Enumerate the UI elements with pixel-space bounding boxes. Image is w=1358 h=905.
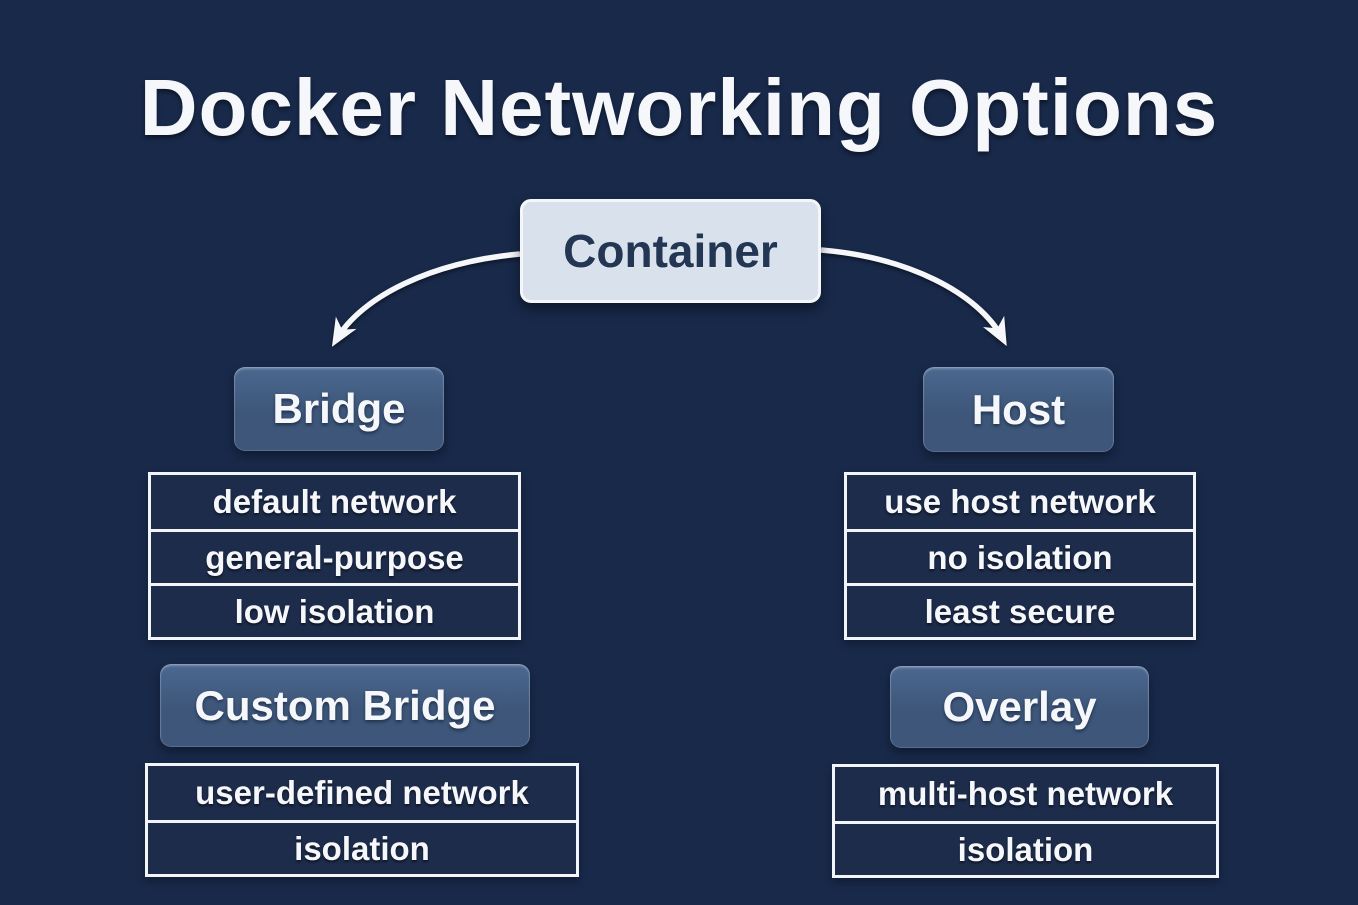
container-node: Container <box>520 199 821 303</box>
host-attr-row: use host network <box>847 475 1193 529</box>
overlay-attributes-table: multi-host network isolation <box>832 764 1219 878</box>
overlay-attr-row: multi-host network <box>835 767 1216 821</box>
arrow-container-to-host <box>820 247 1007 347</box>
host-attr-row: least secure <box>847 583 1193 637</box>
custom-bridge-node: Custom Bridge <box>160 664 530 747</box>
bridge-node: Bridge <box>234 367 444 451</box>
overlay-attr-row: isolation <box>835 821 1216 875</box>
page-title: Docker Networking Options <box>139 63 1219 152</box>
overlay-node: Overlay <box>890 666 1149 748</box>
bridge-attr-row: low isolation <box>151 583 518 637</box>
host-node: Host <box>923 367 1114 452</box>
bridge-attr-row: general-purpose <box>151 529 518 583</box>
arrow-container-to-bridge <box>331 251 521 347</box>
host-attr-row: no isolation <box>847 529 1193 583</box>
host-attributes-table: use host network no isolation least secu… <box>844 472 1196 640</box>
custom-bridge-attributes-table: user-defined network isolation <box>145 763 579 877</box>
custom-bridge-attr-row: isolation <box>148 820 576 874</box>
custom-bridge-attr-row: user-defined network <box>148 766 576 820</box>
bridge-attributes-table: default network general-purpose low isol… <box>148 472 521 640</box>
bridge-attr-row: default network <box>151 475 518 529</box>
